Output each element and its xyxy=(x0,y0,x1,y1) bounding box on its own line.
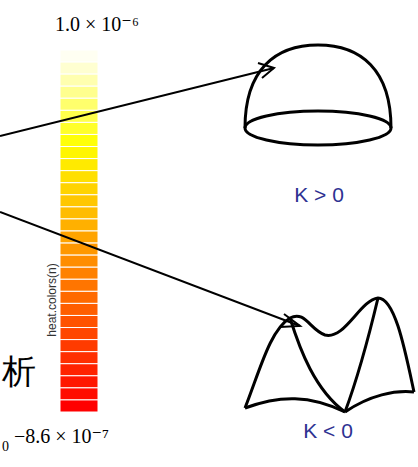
color-segment xyxy=(60,315,98,327)
color-segment xyxy=(60,219,98,231)
color-segment xyxy=(60,74,98,86)
color-segment xyxy=(60,267,98,279)
color-segment xyxy=(60,207,98,219)
color-segment xyxy=(60,171,98,183)
color-segment xyxy=(60,62,98,74)
scale-max: 1.0 × 10⁻⁶ xyxy=(55,14,139,34)
color-segment xyxy=(60,364,98,376)
color-segment xyxy=(60,340,98,352)
color-segment xyxy=(60,303,98,315)
color-segment xyxy=(60,86,98,98)
surface-line xyxy=(245,399,345,412)
scale-fragment: 0 xyxy=(2,440,9,454)
chinese-character: 析 xyxy=(2,354,36,388)
color-segment xyxy=(60,243,98,255)
surface-line xyxy=(245,111,391,145)
surface-line xyxy=(345,392,414,412)
color-segment xyxy=(60,328,98,340)
color-segment xyxy=(60,98,98,110)
color-segment xyxy=(60,183,98,195)
color-segment xyxy=(60,400,98,412)
curvature-label: K < 0 xyxy=(240,420,416,441)
color-segment xyxy=(60,134,98,146)
negative-curvature-surface: K < 0 xyxy=(240,290,416,448)
curvature-label: K > 0 xyxy=(240,184,398,205)
pointer-arrow xyxy=(0,68,274,136)
color-segment xyxy=(60,255,98,267)
color-segment xyxy=(60,376,98,388)
color-bar xyxy=(60,50,98,412)
surface-line xyxy=(290,318,345,412)
scale-min: −8.6 × 10⁻⁷ xyxy=(14,426,109,446)
color-segment xyxy=(60,122,98,134)
positive-curvature-surface: K > 0 xyxy=(240,38,398,220)
surface-line xyxy=(345,298,378,412)
color-segment xyxy=(60,279,98,291)
color-segment xyxy=(60,291,98,303)
color-segment xyxy=(60,159,98,171)
color-segment xyxy=(60,388,98,400)
color-segment xyxy=(60,147,98,159)
color-segment xyxy=(60,50,98,62)
color-segment xyxy=(60,195,98,207)
color-segment xyxy=(60,352,98,364)
surface-line xyxy=(245,298,414,408)
axis-label: heat.colors(n) xyxy=(46,263,58,336)
